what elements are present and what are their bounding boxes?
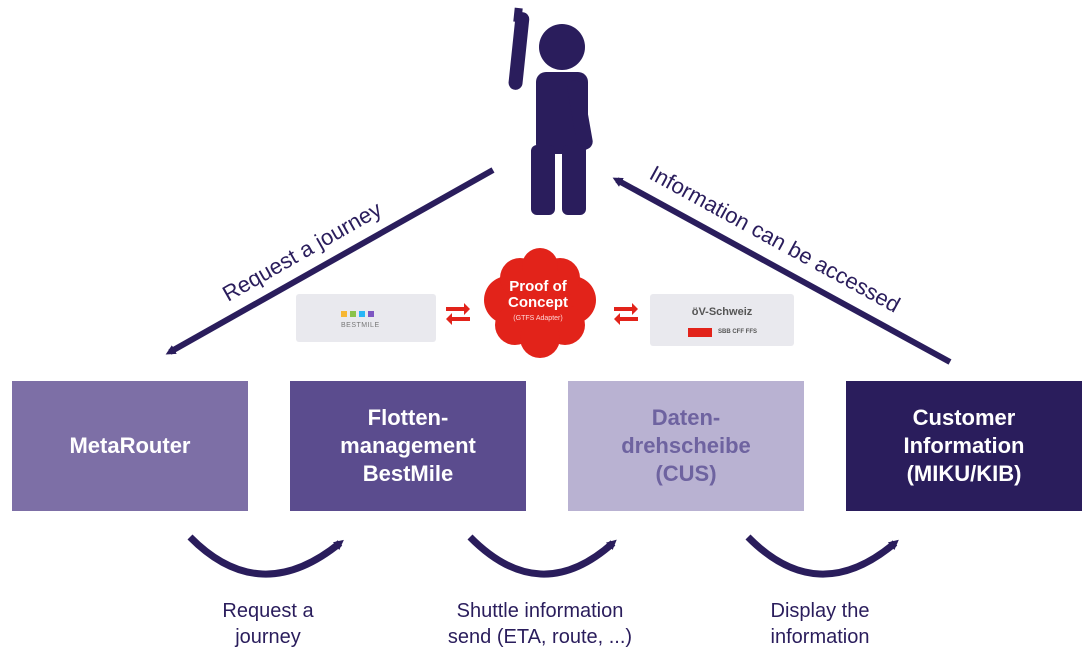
request-journey-arrow	[165, 167, 495, 355]
flow-arrow-2	[467, 534, 617, 578]
cloud-title: Proof of Concept	[508, 278, 568, 311]
request-journey-label: Request a journey	[218, 196, 386, 306]
exchange-arrows-left	[446, 303, 470, 325]
logo-dot	[368, 311, 374, 317]
proof-of-concept-cloud	[484, 248, 596, 358]
cloud-subtitle: (GTFS Adapter)	[513, 315, 563, 322]
caption-request-journey: Request a journey	[222, 600, 314, 648]
bestmile-logo-text: BESTMILE	[341, 322, 380, 329]
flottenmanagement-box: Flotten- management BestMile	[290, 381, 526, 511]
logo-dot	[341, 311, 347, 317]
metarouter-box: MetaRouter	[12, 381, 248, 511]
logo-dot	[359, 311, 365, 317]
information-accessed-arrow	[612, 177, 952, 365]
datendrehscheibe-box: Daten- drehscheibe (CUS)	[568, 381, 804, 511]
customer-information-label: Customer Information (MIKU/KIB)	[903, 405, 1025, 486]
customer-information-box: Customer Information (MIKU/KIB)	[846, 381, 1082, 511]
logo-dot	[350, 311, 356, 317]
caption-shuttle-information: Shuttle information send (ETA, route, ..…	[447, 600, 633, 648]
flottenmanagement-label: Flotten- management BestMile	[340, 405, 476, 486]
oev-schweiz-title: öV-Schweiz	[691, 306, 753, 318]
exchange-arrows-right	[614, 303, 638, 325]
sbb-logo-mark	[688, 328, 712, 337]
flow-arrow-3	[745, 534, 899, 578]
caption-display-information: Display the information	[770, 600, 870, 648]
bestmile-logo: BESTMILE	[296, 294, 436, 342]
metarouter-label: MetaRouter	[69, 433, 191, 458]
oev-schweiz-logo: öV-Schweiz SBB CFF FFS	[650, 294, 794, 346]
datendrehscheibe-label: Daten- drehscheibe (CUS)	[621, 405, 751, 486]
person-icon	[508, 7, 593, 215]
flow-arrow-1	[187, 534, 344, 578]
sbb-logo-text: SBB CFF FFS	[718, 329, 757, 335]
